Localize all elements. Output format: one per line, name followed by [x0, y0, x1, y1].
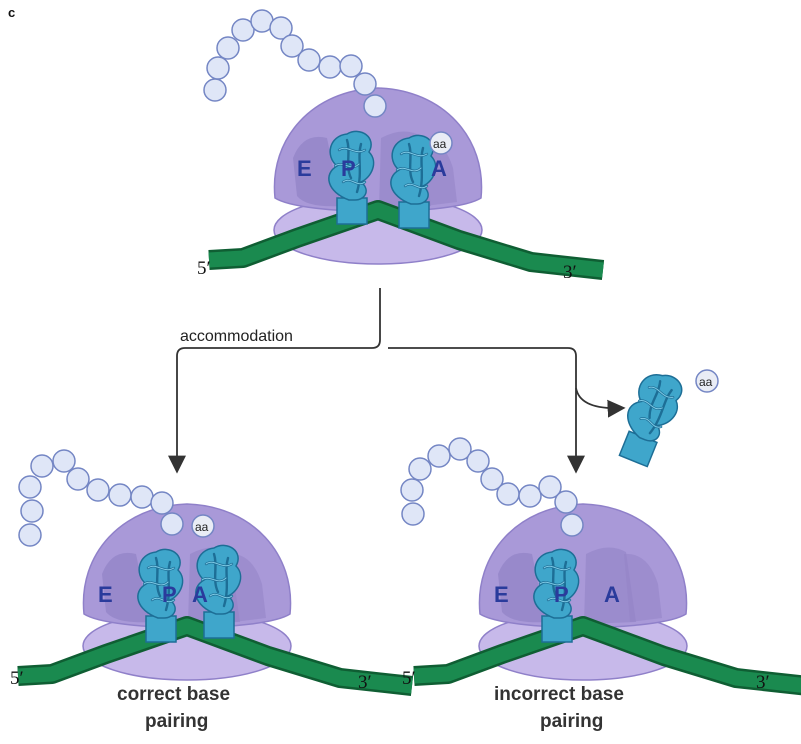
left-three-prime: 3′ [358, 672, 372, 693]
top-five-prime: 5′ [197, 258, 211, 279]
right-site-e: E [494, 582, 509, 607]
left-caption-line2: pairing [145, 711, 208, 732]
process-label: accommodation [180, 328, 293, 345]
rejected-aa: aa [695, 369, 719, 393]
left-site-a: A [192, 582, 208, 607]
svg-text:aa: aa [195, 520, 209, 534]
arrow-down-icon [388, 347, 585, 474]
top-peptide-chain [203, 9, 387, 118]
process-arrows [168, 288, 626, 474]
svg-text:aa: aa [699, 375, 713, 389]
right-caption-line2: pairing [540, 711, 603, 732]
left-site-e: E [98, 582, 113, 607]
top-site-a: A [431, 156, 447, 181]
right-five-prime: 5′ [402, 668, 416, 689]
right-peptide-chain [400, 437, 584, 537]
left-peptide-chain [18, 449, 184, 547]
top-site-e: E [297, 156, 312, 181]
top-site-p: P [341, 156, 356, 181]
arrow-right-icon [575, 387, 626, 418]
right-site-a: A [604, 582, 620, 607]
right-caption-line1: incorrect base [494, 684, 624, 705]
right-three-prime: 3′ [756, 672, 770, 693]
left-aa: aa [191, 514, 215, 538]
svg-text:aa: aa [433, 137, 447, 151]
left-ribosome: E P A 5′ 3′ [10, 504, 412, 693]
top-three-prime: 3′ [563, 262, 577, 283]
left-caption-line1: correct base [117, 684, 230, 705]
left-five-prime: 5′ [10, 668, 24, 689]
rejected-trna [610, 365, 690, 471]
arrow-down-icon [168, 288, 381, 474]
right-ribosome: E P A 5′ 3′ [402, 504, 801, 693]
left-site-p: P [162, 582, 177, 607]
top-ribosome: E P A 5′ 3′ [197, 88, 603, 283]
right-site-p: P [554, 582, 569, 607]
top-aa: aa [429, 131, 453, 155]
panel-label: c [8, 5, 15, 20]
